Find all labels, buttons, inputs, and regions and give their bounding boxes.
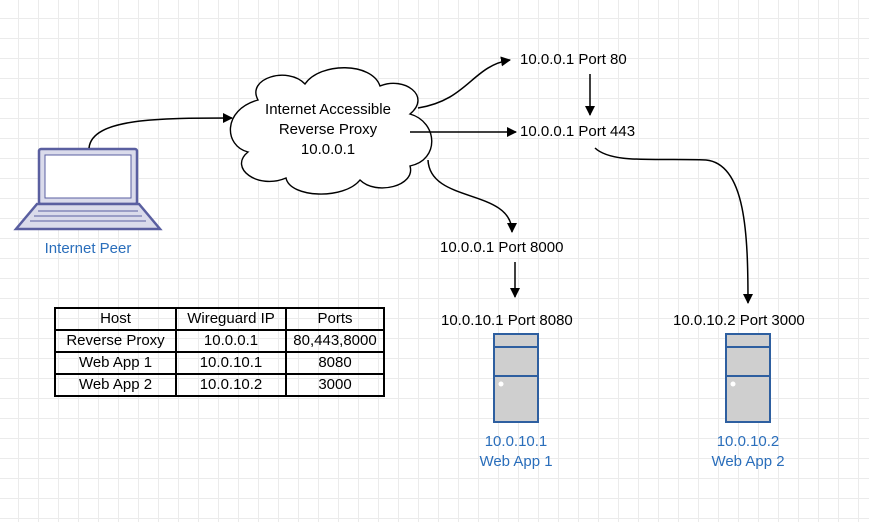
table-header-row: Host Wireguard IP Ports (54, 307, 385, 331)
table-row: Web App 2 10.0.10.2 3000 (54, 373, 385, 397)
table-cell: Reverse Proxy (54, 329, 177, 353)
internet-peer-label: Internet Peer (44, 240, 132, 257)
table-cell: 3000 (285, 373, 385, 397)
table-cell: 8080 (285, 351, 385, 375)
arrow-peer-to-proxy (88, 113, 233, 149)
port-443-label: 10.0.0.1 Port 443 (520, 123, 636, 140)
cloud-line-2: Reverse Proxy (278, 121, 378, 138)
server-2-ip: 10.0.10.2 (716, 433, 780, 450)
table-cell: 10.0.10.1 (175, 351, 287, 375)
table-cell: Web App 2 (54, 373, 177, 397)
port-8000-label: 10.0.0.1 Port 8000 (440, 239, 564, 256)
laptop-icon (13, 147, 163, 231)
server-1-ip: 10.0.10.1 (484, 433, 548, 450)
arrow-proxy-to-port8000 (427, 159, 517, 233)
server-1-name: Web App 1 (479, 453, 553, 470)
reverse-proxy-label: Internet Accessible Reverse Proxy 10.0.0… (238, 100, 418, 160)
table-cell: 10.0.10.2 (175, 373, 287, 397)
table-cell: 10.0.0.1 (175, 329, 287, 353)
server-icon (493, 333, 539, 423)
server-2-name: Web App 2 (711, 453, 785, 470)
cloud-line-1: Internet Accessible (265, 101, 391, 118)
port-8080-label: 10.0.10.1 Port 8080 (441, 312, 573, 329)
table-row: Web App 1 10.0.10.1 8080 (54, 351, 385, 375)
hosts-table: Host Wireguard IP Ports Reverse Proxy 10… (54, 307, 385, 397)
table-row: Reverse Proxy 10.0.0.1 80,443,8000 (54, 329, 385, 353)
port-80-label: 10.0.0.1 Port 80 (520, 51, 627, 68)
table-header: Ports (285, 307, 385, 331)
table-cell: 80,443,8000 (285, 329, 385, 353)
arrow-port443-to-3000 (594, 147, 753, 304)
table-header: Host (54, 307, 177, 331)
table-header: Wireguard IP (175, 307, 287, 331)
cloud-line-3: 10.0.0.1 (300, 141, 356, 158)
reverse-proxy-cloud (229, 67, 433, 195)
port-3000-label: 10.0.10.2 Port 3000 (673, 312, 805, 329)
arrow-proxy-to-port80 (417, 56, 511, 109)
table-cell: Web App 1 (54, 351, 177, 375)
server-icon (725, 333, 771, 423)
